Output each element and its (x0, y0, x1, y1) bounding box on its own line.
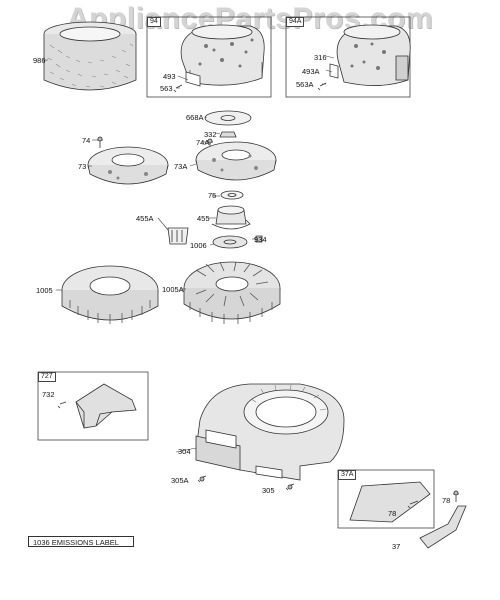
box-tag-727: 727 (38, 372, 56, 382)
emissions-label: 1036 EMISSIONS LABEL (28, 536, 134, 547)
callout-455: 455 (197, 214, 210, 223)
callout-1005a: 1005A (162, 285, 184, 294)
callout-78-box: 78 (388, 509, 397, 518)
baffle-727 (57, 383, 137, 429)
air-cleaner-base-73 (87, 146, 169, 185)
callout-563a: 563A (296, 80, 314, 89)
screw-305 (285, 483, 295, 491)
callout-316: 316 (314, 53, 327, 62)
blower-housing-304 (195, 383, 345, 481)
deflector-37a (349, 481, 431, 523)
bracket-37 (419, 505, 467, 549)
pulley-1006 (212, 235, 248, 249)
callout-73a: 73A (174, 162, 188, 171)
callout-78: 78 (442, 496, 451, 505)
callout-493a: 493A (302, 67, 320, 76)
screw-78 (453, 490, 459, 502)
group-box-94 (146, 16, 272, 98)
callout-1005: 1005 (36, 286, 53, 295)
callout-74: 74 (82, 136, 91, 145)
air-cleaner-base-73a (195, 141, 277, 181)
nut-332 (219, 131, 237, 138)
gasket-668a (204, 110, 252, 126)
flywheel-1005a (183, 261, 281, 324)
air-cleaner-cover-94 (173, 24, 265, 93)
callout-305: 305 (262, 486, 275, 495)
screen-455a (167, 227, 189, 245)
box-tag-94: 94 (147, 17, 161, 27)
callout-75: 75 (208, 191, 217, 200)
callout-986: 986 (33, 56, 46, 65)
group-box-37a (337, 469, 435, 529)
callout-563: 563 (160, 84, 173, 93)
callout-455a: 455A (136, 214, 154, 223)
callout-74a: 74A (196, 138, 210, 147)
washer-75 (220, 190, 244, 200)
callout-332: 332 (204, 130, 217, 139)
screw-74 (97, 136, 103, 148)
callout-37: 37 (392, 542, 401, 551)
callout-732: 732 (42, 390, 55, 399)
callout-304: 304 (178, 447, 191, 456)
callout-1006: 1006 (190, 241, 207, 250)
flywheel-1005 (61, 265, 159, 324)
callout-668a: 668A (186, 113, 204, 122)
screw-305a (197, 475, 207, 483)
callout-73: 73 (78, 162, 87, 171)
nut-934 (255, 235, 263, 243)
callout-305a: 305A (171, 476, 189, 485)
starter-cup-455 (211, 205, 251, 230)
callout-493: 493 (163, 72, 176, 81)
box-tag-37a: 37A (338, 470, 357, 480)
callout-934: 934 (254, 235, 267, 244)
box-tag-94a: 94A (286, 17, 305, 27)
foam-precleaner-986 (43, 21, 137, 91)
air-cleaner-cover-94a (317, 24, 411, 91)
group-box-727 (37, 371, 149, 441)
